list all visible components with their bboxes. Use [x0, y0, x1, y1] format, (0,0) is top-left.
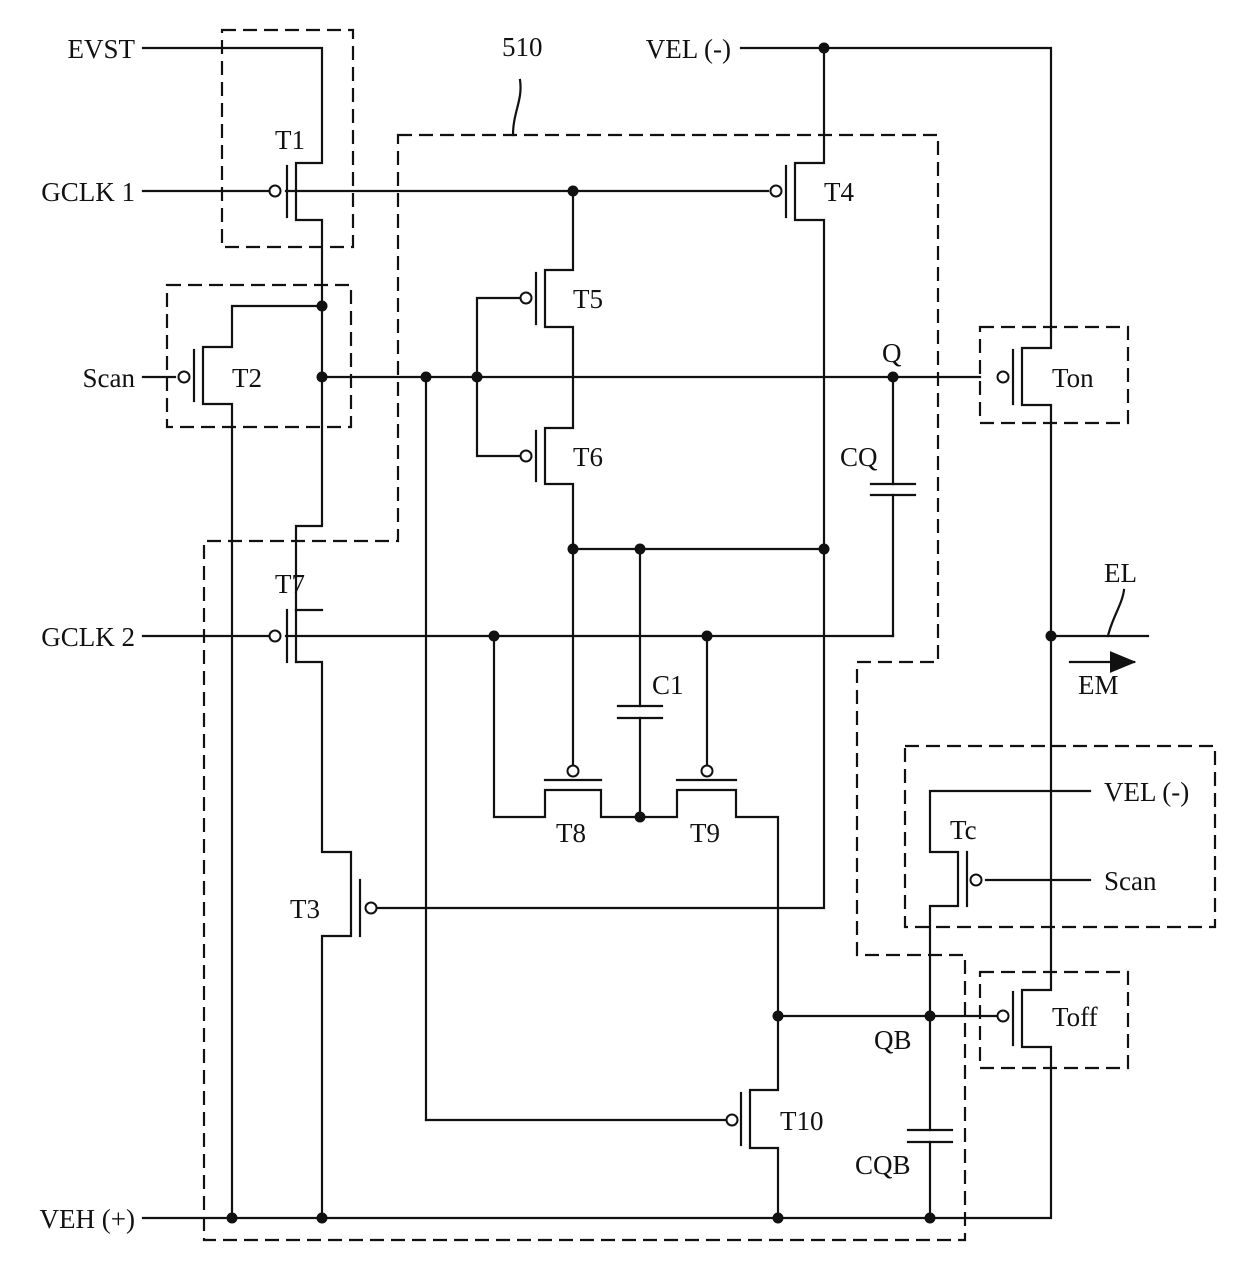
label-cqb: CQB: [855, 1150, 911, 1180]
wires: [143, 48, 1148, 1218]
signal-labels: EVST GCLK 1 Scan GCLK 2 VEH (+) VEL (-) …: [40, 32, 1190, 1234]
label-cq: CQ: [840, 442, 878, 472]
label-t10: T10: [780, 1106, 824, 1136]
label-tc: Tc: [950, 815, 977, 845]
label-t3: T3: [290, 894, 320, 924]
label-gclk1: GCLK 1: [41, 177, 135, 207]
label-t8: T8: [556, 818, 586, 848]
label-c1: C1: [652, 670, 684, 700]
transistor-labels: T1 T2 T3 T4 T5 T6 T7 T8 T9 T10 Ton Toff …: [232, 125, 1098, 1136]
label-block-510: 510: [502, 32, 543, 62]
label-evst: EVST: [68, 34, 136, 64]
label-q-node: Q: [882, 338, 902, 368]
label-t2: T2: [232, 363, 262, 393]
label-t6: T6: [573, 442, 603, 472]
label-ton: Ton: [1052, 363, 1094, 393]
gate-bubbles: [179, 186, 1009, 1126]
label-t9: T9: [690, 818, 720, 848]
label-scan-left: Scan: [83, 363, 136, 393]
label-vel-top: VEL (-): [646, 34, 731, 64]
label-toff: Toff: [1052, 1002, 1098, 1032]
junction-dots: [227, 43, 1057, 1224]
label-t7: T7: [275, 569, 305, 599]
label-gclk2: GCLK 2: [41, 622, 135, 652]
label-t5: T5: [573, 284, 603, 314]
block-510-leader: [513, 80, 521, 135]
label-qb-node: QB: [874, 1025, 912, 1055]
label-vel-right: VEL (-): [1104, 777, 1189, 807]
label-t1: T1: [275, 125, 305, 155]
label-t4: T4: [824, 177, 854, 207]
label-veh: VEH (+): [40, 1204, 135, 1234]
label-el: EL: [1104, 558, 1137, 588]
label-scan-right: Scan: [1104, 866, 1157, 896]
label-em: EM: [1078, 670, 1119, 700]
